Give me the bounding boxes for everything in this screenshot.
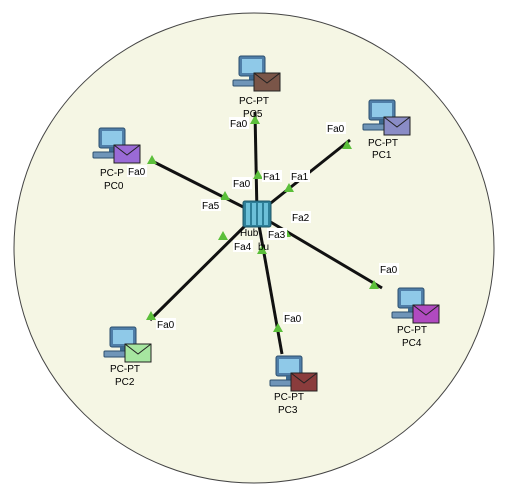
port-label-pc3-pc-bg: [283, 312, 303, 324]
pc-name-label: PC2: [115, 377, 135, 388]
port-label-pc3-pc: Fa0: [284, 314, 302, 325]
hub-label-tail: bu: [258, 242, 269, 253]
pc-icon: [103, 326, 139, 358]
envelope-icon[interactable]: [383, 116, 411, 136]
link-pc2[interactable]: [148, 212, 259, 322]
pc-type-label: PC-PT: [368, 138, 398, 149]
port-label-pc4-pc: Fa0: [380, 265, 398, 276]
port-label-pc3-hub-bg: [267, 228, 287, 240]
pc-name-label: PC1: [372, 150, 392, 161]
port-label-pc2-hub-bg: [233, 240, 253, 252]
link-status-pc3-pc-end: [273, 323, 283, 332]
envelope-icon[interactable]: [253, 72, 281, 92]
link-status-pc1-hub-end: [284, 183, 294, 192]
envelope-icon[interactable]: [290, 372, 318, 392]
link-status-pc0-pc-end: [147, 155, 157, 164]
port-label-pc4-hub: Fa2: [292, 213, 310, 224]
link-pc0[interactable]: [149, 158, 258, 216]
pc-pc3[interactable]: PC-PT PC3 Fa0 Fa3: [267, 228, 318, 416]
hub-port-label-top: Fa0: [233, 179, 251, 190]
pc-type-label: PC-PT: [110, 364, 140, 375]
hub-device[interactable]: Hub bu: [240, 200, 272, 253]
pc-type-label: PC-PT: [274, 392, 304, 403]
port-label-pc2-hub: Fa4: [234, 242, 252, 253]
envelope-icon[interactable]: [412, 304, 440, 324]
link-status-pc2-hub-end: [218, 231, 228, 240]
link-pc4[interactable]: [256, 212, 383, 290]
port-label-pc0-pc-bg: [127, 165, 147, 177]
link-status-pc3-hub-end: [257, 245, 267, 254]
pc-pc4[interactable]: PC-PT PC4 Fa0 Fa2: [291, 211, 440, 349]
port-label-pc4-pc-bg: [379, 263, 399, 275]
pc-icon: [232, 55, 268, 87]
port-label-pc1-hub: Fa1: [291, 172, 309, 183]
pc-type-label: PC-P: [100, 168, 124, 179]
port-label-pc2-pc-bg: [156, 318, 176, 330]
hub-icon: [242, 200, 272, 228]
port-label-pc0-pc: Fa0: [128, 167, 146, 178]
link-status-pc0-hub-end: [220, 191, 230, 200]
port-label-pc1-hub-bg: [290, 170, 310, 182]
pc-pc2[interactable]: PC-PT PC2 Fa0 Fa4: [103, 240, 253, 388]
port-label-pc5-hub-bg: [262, 170, 282, 182]
port-label-pc5-hub: Fa1: [263, 172, 281, 183]
port-label-pc1-pc: Fa0: [327, 124, 345, 135]
pc-icon: [92, 127, 128, 159]
links-group: [146, 111, 383, 355]
link-status-pc5-hub-end: [253, 170, 263, 179]
port-label-pc3-hub: Fa3: [268, 230, 286, 241]
port-label-pc5-pc: Fa0: [230, 119, 248, 130]
link-pc5[interactable]: [253, 111, 259, 215]
pc-type-label: PC-PT: [397, 325, 427, 336]
link-status-pc2-pc-end: [146, 311, 156, 320]
envelope-icon[interactable]: [124, 343, 152, 363]
pc-nodes: PC-PTPC5Fa0Fa1PC-PTPC1Fa0Fa1PC-PPC0Fa0Fa…: [92, 55, 440, 416]
port-label-pc5-pc-bg: [229, 117, 249, 129]
pc-name-label: PC4: [402, 338, 422, 349]
port-label-pc0-hub-bg: [201, 199, 221, 211]
pc-name-label: PC3: [278, 405, 298, 416]
pc-type-label: PC-PT: [239, 96, 269, 107]
port-label-pc2-pc: Fa0: [157, 320, 175, 331]
port-label-pc1-pc-bg: [326, 122, 346, 134]
pc-name-label: PC5: [243, 109, 263, 120]
hub-label: Hub: [240, 228, 259, 239]
pc-name-label: PC0: [104, 181, 124, 192]
envelope-icon[interactable]: [113, 144, 141, 164]
link-status-pc1-pc-end: [342, 140, 352, 149]
port-label-pc4-hub-bg: [291, 211, 311, 223]
link-status-pc5-pc-end: [250, 115, 260, 124]
link-status-pc4-pc-end: [369, 280, 379, 289]
port-label-pc0-hub: Fa5: [202, 201, 220, 212]
